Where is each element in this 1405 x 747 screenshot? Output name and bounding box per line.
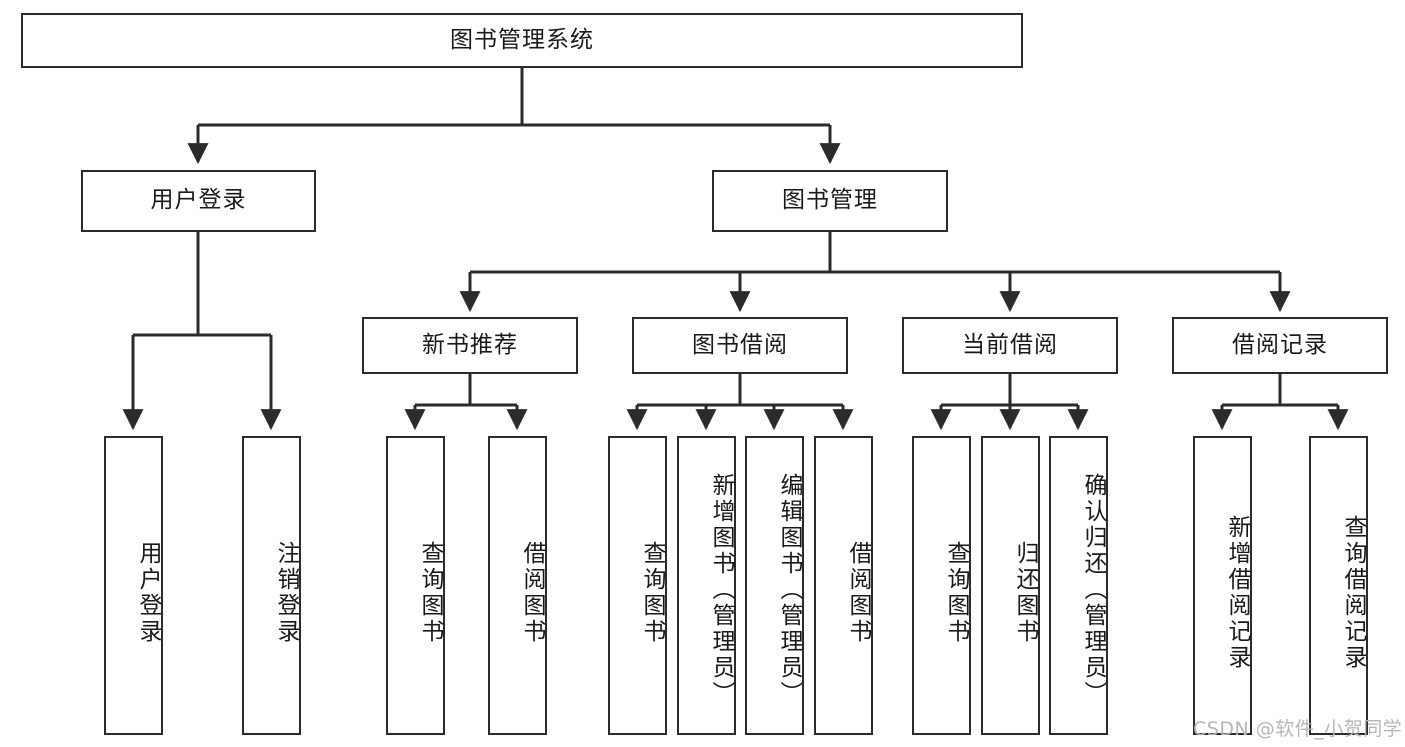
leaf-query-book-2[interactable]: 查询图书: [608, 436, 667, 735]
node-borrow-record[interactable]: 借阅记录: [1172, 317, 1388, 374]
node-new-book-recommend[interactable]: 新书推荐: [362, 317, 578, 374]
leaf-query-record[interactable]: 查询借阅记录: [1309, 436, 1368, 735]
csdn-watermark: CSDN @软件_小贺同学: [1193, 718, 1403, 740]
leaf-user-login-label: 用户登录: [135, 540, 161, 645]
leaf-confirm-return[interactable]: 确认归还（管理员）: [1049, 436, 1108, 735]
leaf-return-book-label: 归还图书: [1012, 540, 1038, 645]
leaf-user-logout-label: 注销登录: [273, 540, 299, 645]
leaf-query-book-3[interactable]: 查询图书: [912, 436, 971, 735]
node-new-book-recommend-label: 新书推荐: [422, 331, 518, 358]
leaf-query-book-3-label: 查询图书: [943, 540, 969, 645]
leaf-query-book-2-label: 查询图书: [639, 540, 665, 645]
node-book-borrow-label: 图书借阅: [692, 331, 788, 358]
leaf-borrow-book-1[interactable]: 借阅图书: [488, 436, 547, 735]
leaf-add-book[interactable]: 新增图书（管理员）: [677, 436, 736, 735]
node-current-borrow-label: 当前借阅: [962, 331, 1058, 358]
node-book-manage[interactable]: 图书管理: [712, 170, 948, 232]
node-book-manage-label: 图书管理: [782, 187, 878, 214]
node-borrow-record-label: 借阅记录: [1232, 331, 1328, 358]
node-book-borrow[interactable]: 图书借阅: [632, 317, 848, 374]
leaf-edit-book[interactable]: 编辑图书（管理员）: [745, 436, 804, 735]
leaf-query-record-label: 查询借阅记录: [1340, 514, 1366, 671]
leaf-add-book-label: 新增图书（管理员）: [708, 472, 734, 707]
node-user-login-label: 用户登录: [150, 187, 247, 214]
leaf-user-login[interactable]: 用户登录: [104, 436, 163, 735]
leaf-add-record-label: 新增借阅记录: [1224, 514, 1250, 671]
leaf-query-book-1-label: 查询图书: [417, 540, 443, 645]
node-current-borrow[interactable]: 当前借阅: [902, 317, 1118, 374]
leaf-return-book[interactable]: 归还图书: [981, 436, 1040, 735]
leaf-user-logout[interactable]: 注销登录: [242, 436, 301, 735]
leaf-confirm-return-label: 确认归还（管理员）: [1080, 472, 1106, 707]
leaf-borrow-book-1-label: 借阅图书: [519, 540, 545, 645]
leaf-add-record[interactable]: 新增借阅记录: [1193, 436, 1252, 735]
leaf-query-book-1[interactable]: 查询图书: [386, 436, 445, 735]
leaf-borrow-book-2-label: 借阅图书: [845, 540, 871, 645]
node-root-label: 图书管理系统: [450, 26, 594, 53]
leaf-edit-book-label: 编辑图书（管理员）: [776, 472, 802, 707]
node-user-login[interactable]: 用户登录: [81, 170, 316, 232]
leaf-borrow-book-2[interactable]: 借阅图书: [814, 436, 873, 735]
node-root[interactable]: 图书管理系统: [21, 13, 1023, 68]
